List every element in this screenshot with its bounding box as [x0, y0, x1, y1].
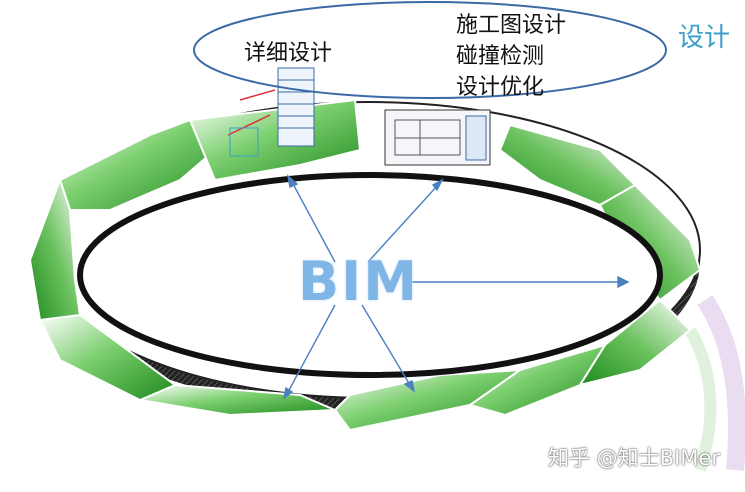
ring-segment [577, 298, 692, 387]
bim-ring [28, 98, 702, 432]
ring-segment [58, 118, 217, 211]
floor-plan-icon [384, 109, 491, 166]
detail-design-label: 详细设计 [244, 41, 333, 66]
ring-segment [28, 177, 82, 322]
bim-arrows [282, 174, 630, 400]
stage-item: 碰撞检测 [456, 44, 545, 69]
phase-title: 设计 [678, 23, 731, 53]
design-stage-list: 施工图设计 碰撞检测 设计优化 [456, 10, 566, 103]
background-arcs [684, 295, 745, 472]
stage-item: 设计优化 [456, 75, 545, 100]
ring-segment [188, 98, 362, 182]
building-icon [227, 67, 315, 157]
ring-segment [333, 368, 524, 432]
design-callout-ellipse [193, 1, 667, 99]
watermark: 知乎 @知士BIMer [548, 446, 720, 470]
bim-center-label: BIM [298, 250, 419, 313]
stage-item: 施工图设计 [456, 13, 567, 38]
